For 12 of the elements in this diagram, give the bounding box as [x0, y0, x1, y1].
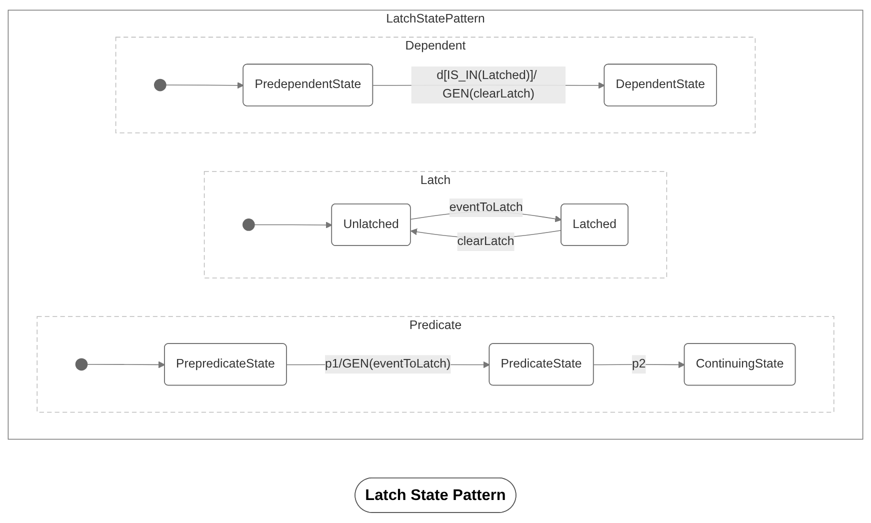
edge-label: d[IS_IN(Latched)]/ GEN(clearLatch): [436, 68, 537, 101]
node-circle: [242, 218, 255, 231]
arrow: [593, 361, 685, 368]
arrow: [86, 361, 166, 368]
edge-label: clearLatch: [457, 234, 514, 248]
node-circle: [154, 78, 166, 92]
edge-label: p2: [632, 358, 646, 371]
edge-label: p1/GEN(eventToLatch): [325, 358, 451, 371]
edge-label: eventToLatch: [449, 200, 523, 214]
node-circle: [75, 358, 88, 371]
arrow: [254, 222, 332, 229]
arrow: [166, 82, 244, 89]
